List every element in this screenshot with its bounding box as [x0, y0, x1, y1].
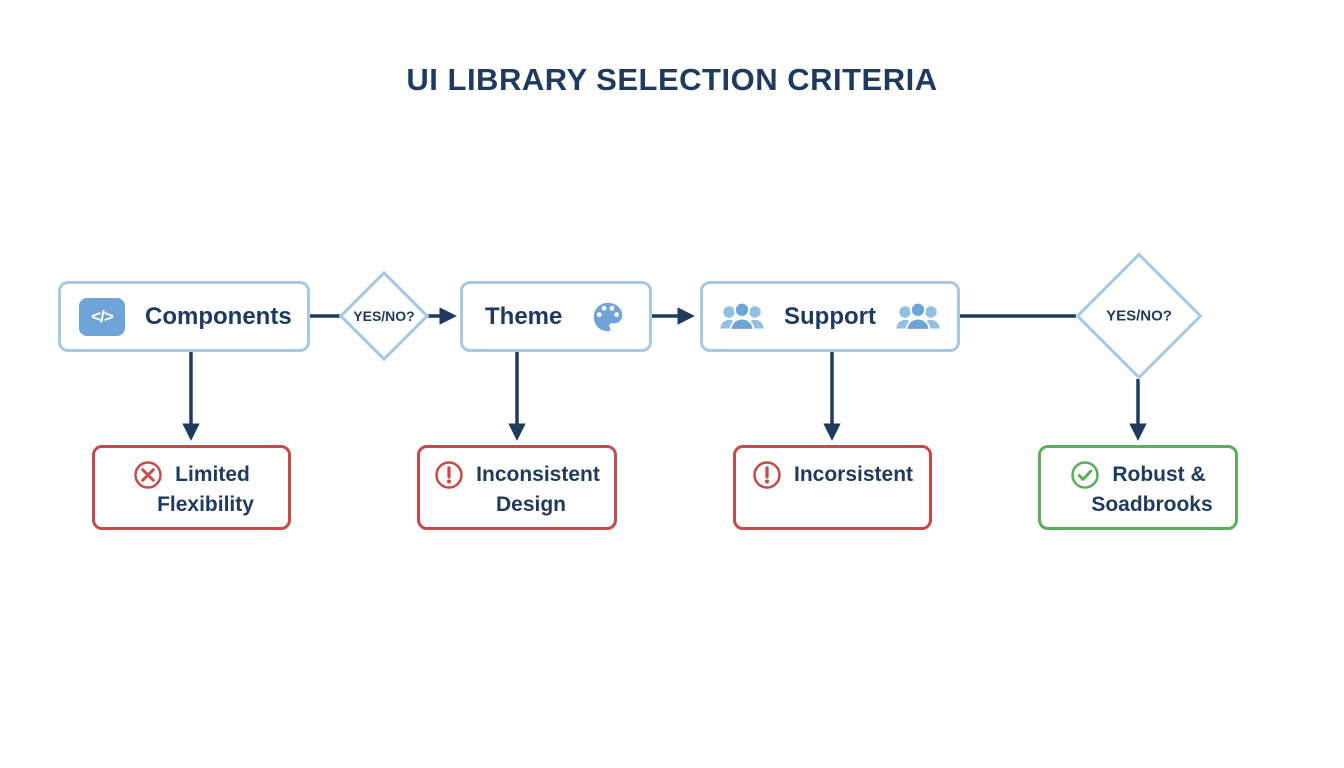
- page-title: UI LIBRARY SELECTION CRITERIA: [406, 62, 938, 97]
- exclamation-circle-icon: [753, 461, 781, 489]
- users-icon: [720, 301, 764, 331]
- outcome-label: Incorsistent: [793, 463, 914, 487]
- criteria-node-support: Support: [700, 281, 960, 352]
- outcome-label: Inconsistent: [476, 463, 600, 487]
- outcome-limited-flexibility: Limited Flexibility: [92, 445, 291, 530]
- users-icon: [896, 301, 940, 331]
- code-icon: </>: [79, 297, 125, 336]
- outcome-label: Flexibility: [157, 493, 254, 516]
- outcome-label: Design: [495, 493, 566, 516]
- criteria-node-theme: Theme: [460, 281, 652, 352]
- palette-icon: [593, 302, 623, 331]
- check-circle-icon: [1071, 461, 1100, 489]
- node-label: Theme: [485, 302, 563, 330]
- outcome-inconsistent-design: Inconsistent Design: [417, 445, 617, 530]
- outcome-incorsistent: Incorsistent: [733, 445, 932, 530]
- outcome-label: Soadbrooks: [1091, 493, 1213, 516]
- decision-label: YES/NO?: [353, 308, 415, 324]
- outcome-label: Robust &: [1112, 463, 1206, 487]
- x-circle-icon: [134, 461, 162, 489]
- decision-diamond-1: YES/NO?: [338, 270, 430, 362]
- decision-diamond-2: YES/NO?: [1075, 252, 1203, 380]
- node-label: Support: [784, 302, 876, 330]
- decision-label: YES/NO?: [1106, 307, 1172, 325]
- criteria-node-components: </> Components: [58, 281, 310, 352]
- outcome-robust-soadbrooks: Robust & Soadbrooks: [1038, 445, 1238, 530]
- exclamation-circle-icon: [435, 461, 463, 489]
- node-label: Components: [145, 302, 292, 330]
- outcome-label: Limited: [175, 463, 250, 487]
